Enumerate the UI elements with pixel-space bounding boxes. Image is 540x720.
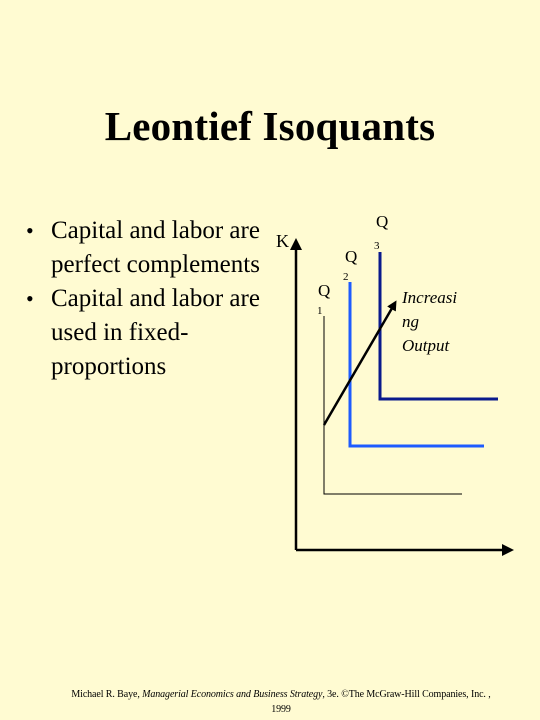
footer-author: Michael R. Baye, [71, 689, 143, 700]
note-line: Increasi [402, 288, 458, 307]
bullet-dot-icon: • [26, 218, 34, 243]
isoquant-q1-label: Q [318, 281, 330, 300]
isoquant-q3 [378, 252, 498, 401]
bullet-item: • Capital and labor are perfect compleme… [26, 214, 266, 282]
slide-title: Leontief Isoquants [104, 103, 436, 149]
isoquant-q1 [323, 316, 462, 495]
isoquant-q2-label: Q [345, 247, 357, 266]
increasing-output-note: Increasi ng Output [402, 286, 482, 358]
note-line: Output [402, 336, 450, 355]
footer-book-title: Managerial Economics and Business Strate… [142, 689, 323, 700]
note-line: ng [402, 312, 419, 331]
isoquant-q1-subscript: 1 [317, 305, 323, 317]
isoquant-q2 [348, 282, 484, 448]
bullet-text: Capital and labor are perfect complement… [51, 217, 260, 278]
bullet-dot-icon: • [26, 286, 34, 311]
bullet-text: Capital and labor are used in fixed-prop… [51, 285, 260, 380]
isoquant-q2-subscript: 2 [343, 271, 349, 283]
increasing-output-arrow [322, 300, 397, 426]
footer-edition: , 3e. ©The McGraw-Hill Companies, Inc. , [322, 689, 491, 700]
y-axis-label: K [276, 231, 289, 251]
bullet-item: • Capital and labor are used in fixed-pr… [26, 282, 266, 384]
footer-credit: Michael R. Baye, Managerial Economics an… [56, 687, 506, 717]
isoquant-q3-label: Q [376, 212, 388, 231]
isoquant-q3-subscript: 3 [374, 240, 380, 252]
bullet-list: • Capital and labor are perfect compleme… [26, 214, 266, 384]
footer-year: 1999 [271, 704, 291, 715]
footer-line: Michael R. Baye, Managerial Economics an… [56, 687, 506, 702]
